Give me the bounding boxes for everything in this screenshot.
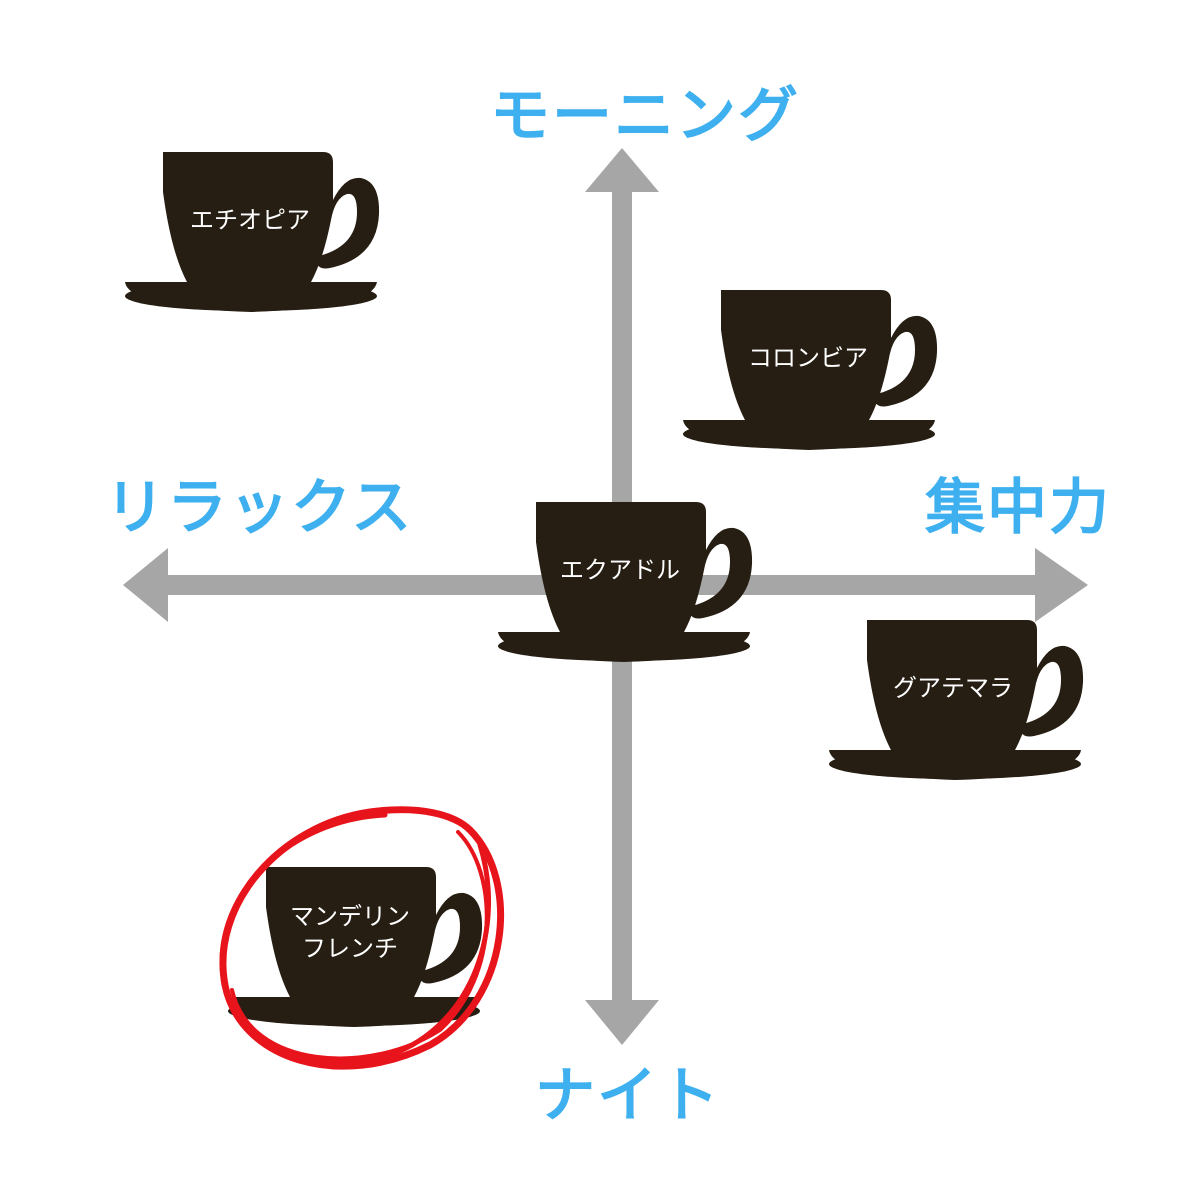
- highlight-circle: [219, 806, 505, 1070]
- cup-guatemala-icon: [829, 620, 1084, 780]
- cup-label-ethiopia: エチオピア: [190, 205, 310, 234]
- axis-label-relax: リラックス: [105, 473, 414, 543]
- cup-label-mandheling: マンデリン フレンチ: [290, 902, 410, 963]
- cup-colombia-icon: [683, 290, 938, 450]
- cup-ecuador-icon: [498, 502, 753, 662]
- cup-label-guatemala: グアテマラ: [893, 673, 1013, 702]
- axis-label-morning: モーニング: [490, 81, 800, 151]
- axis-label-focus: 集中力: [925, 473, 1111, 543]
- axis-label-night: ナイト: [535, 1061, 721, 1131]
- cup-label-colombia: コロンビア: [748, 343, 868, 372]
- cup-label-ecuador: エクアドル: [560, 555, 680, 584]
- cup-ethiopia-icon: [125, 152, 380, 312]
- cup-mandheling-icon: [228, 867, 483, 1027]
